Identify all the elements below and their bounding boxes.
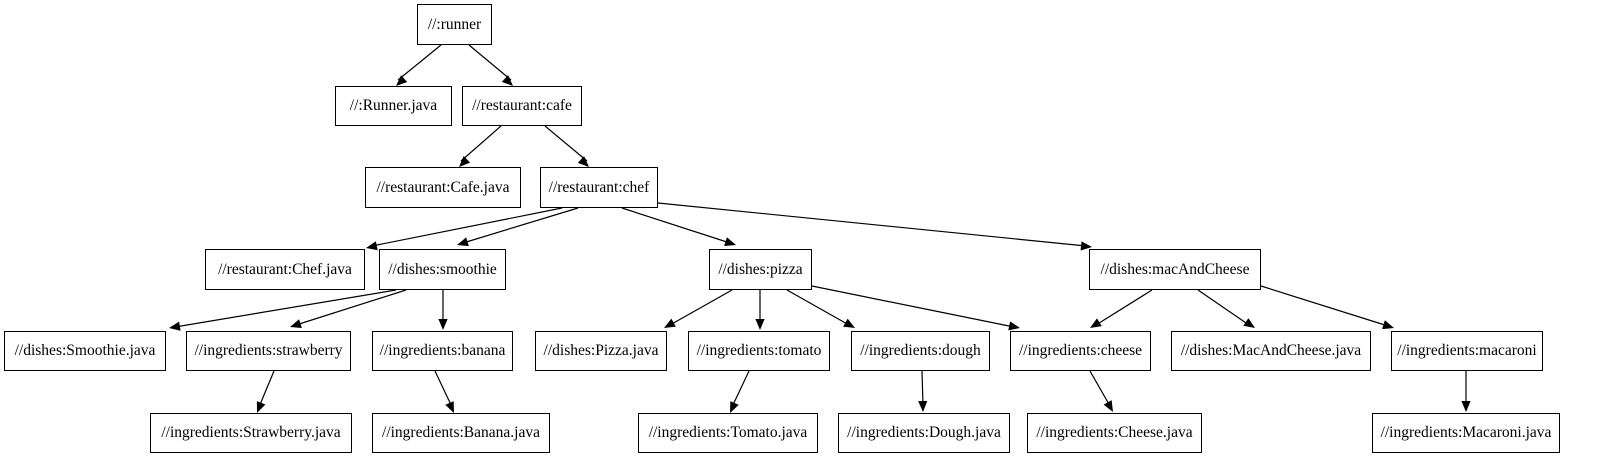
graph-node-restaurant_chef[interactable]: //restaurant:chef	[540, 167, 658, 208]
graph-node-label: //dishes:Smoothie.java	[14, 342, 156, 360]
graph-node-label: //restaurant:Cafe.java	[376, 178, 510, 196]
graph-node-dishes_mac_java[interactable]: //dishes:MacAndCheese.java	[1171, 331, 1371, 371]
graph-node-restaurant_cafe_java[interactable]: //restaurant:Cafe.java	[365, 167, 521, 208]
graph-node-label: //restaurant:cafe	[472, 97, 572, 115]
graph-node-ing_macaroni_java[interactable]: //ingredients:Macaroni.java	[1372, 413, 1560, 453]
graph-node-label: //:runner	[427, 15, 482, 33]
graph-node-label: //ingredients:banana	[379, 342, 506, 360]
graph-node-dishes_macandcheese[interactable]: //dishes:macAndCheese	[1089, 249, 1261, 290]
graph-node-ing_strawberry_java[interactable]: //ingredients:Strawberry.java	[150, 413, 352, 453]
graph-node-ing_tomato[interactable]: //ingredients:tomato	[688, 331, 830, 371]
graph-node-label: //dishes:MacAndCheese.java	[1180, 342, 1362, 360]
graph-node-label: //dishes:pizza	[718, 260, 803, 278]
graph-node-restaurant_chef_java[interactable]: //restaurant:Chef.java	[205, 249, 365, 290]
graph-node-ing_dough_java[interactable]: //ingredients:Dough.java	[838, 413, 1010, 453]
graph-node-ing_cheese[interactable]: //ingredients:cheese	[1010, 331, 1151, 371]
graph-node-label: //ingredients:Tomato.java	[648, 424, 808, 442]
graph-node-ing_banana_java[interactable]: //ingredients:Banana.java	[372, 413, 550, 453]
graph-node-label: //ingredients:Strawberry.java	[161, 424, 341, 442]
graph-node-label: //ingredients:Cheese.java	[1036, 424, 1193, 442]
graph-node-ing_strawberry[interactable]: //ingredients:strawberry	[186, 331, 351, 371]
graph-node-label: //ingredients:macaroni	[1397, 342, 1537, 360]
graph-node-label: //ingredients:dough	[860, 342, 981, 360]
graph-node-label: //:Runner.java	[349, 97, 438, 115]
graph-node-ing_banana[interactable]: //ingredients:banana	[372, 331, 513, 371]
graph-node-dishes_smoothie_java[interactable]: //dishes:Smoothie.java	[4, 331, 166, 371]
graph-node-runner_java[interactable]: //:Runner.java	[335, 86, 452, 126]
graph-node-restaurant_cafe[interactable]: //restaurant:cafe	[462, 86, 582, 126]
graph-node-label: //ingredients:Banana.java	[382, 424, 540, 442]
graph-node-dishes_pizza_java[interactable]: //dishes:Pizza.java	[535, 331, 667, 371]
graph-node-label: //ingredients:Dough.java	[847, 424, 1001, 442]
graph-node-ing_tomato_java[interactable]: //ingredients:Tomato.java	[638, 413, 818, 453]
graph-node-label: //restaurant:Chef.java	[218, 260, 352, 278]
graph-node-ing_macaroni[interactable]: //ingredients:macaroni	[1391, 331, 1543, 371]
graph-node-label: //dishes:smoothie	[388, 260, 497, 278]
graph-node-label: //ingredients:cheese	[1018, 342, 1143, 360]
graph-node-dishes_smoothie[interactable]: //dishes:smoothie	[379, 249, 506, 290]
graph-node-dishes_pizza[interactable]: //dishes:pizza	[709, 249, 812, 290]
graph-node-label: //restaurant:chef	[548, 178, 650, 196]
graph-node-label: //dishes:macAndCheese	[1100, 260, 1250, 278]
graph-node-label: //dishes:Pizza.java	[543, 342, 659, 360]
graph-node-ing_cheese_java[interactable]: //ingredients:Cheese.java	[1027, 413, 1202, 453]
graph-node-runner[interactable]: //:runner	[417, 4, 492, 45]
graph-node-label: //ingredients:Macaroni.java	[1380, 424, 1552, 442]
graph-node-ing_dough[interactable]: //ingredients:dough	[851, 331, 990, 371]
graph-node-label: //ingredients:strawberry	[194, 342, 343, 360]
graph-node-label: //ingredients:tomato	[696, 342, 822, 360]
